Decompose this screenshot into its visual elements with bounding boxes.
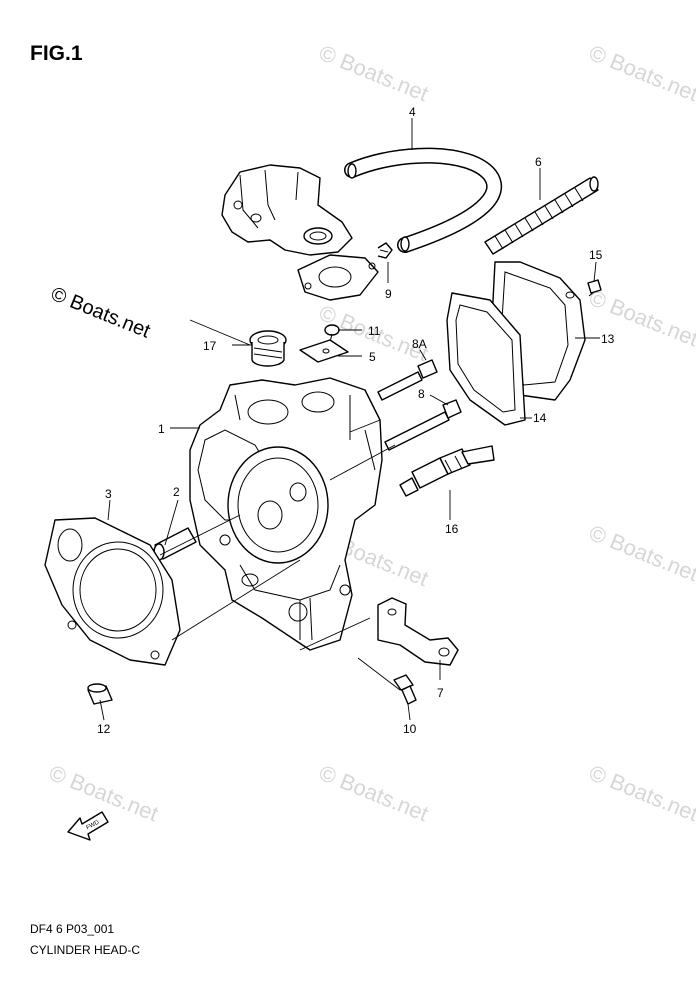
plate-part-5	[299, 339, 349, 363]
callout-8a: 8A	[412, 337, 427, 351]
figure-code: DF4 6 P03_001	[30, 922, 115, 936]
callout-2: 2	[173, 485, 180, 499]
callout-5: 5	[369, 350, 376, 364]
figure-caption: CYLINDER HEAD-C	[30, 943, 141, 957]
callout-9: 9	[385, 287, 392, 301]
figure-title: FIG.1	[30, 42, 83, 65]
leader-lines	[99, 118, 600, 721]
hose-part-4	[344, 147, 503, 253]
cylinder-head-part-1	[189, 377, 383, 651]
bolt-part-8	[384, 399, 462, 451]
screw-part-15	[587, 279, 602, 297]
bracket-part-7	[377, 597, 459, 666]
callout-8: 8	[418, 387, 425, 401]
bolt-part-10	[393, 674, 417, 705]
callout-16: 16	[445, 522, 459, 536]
spiral-guard-part-6	[484, 176, 599, 255]
callout-4: 4	[409, 105, 416, 119]
callout-12: 12	[97, 722, 111, 736]
cover-gasket-part-14	[446, 292, 526, 426]
callout-17: 17	[203, 339, 217, 353]
callout-3: 3	[105, 487, 112, 501]
thermostat-part-17	[249, 330, 287, 367]
callout-7: 7	[437, 686, 444, 700]
callout-13: 13	[601, 332, 615, 346]
upper-housing	[221, 164, 353, 256]
callout-6: 6	[535, 155, 542, 169]
bolt-part-8a	[377, 359, 438, 401]
dowel-part-12	[87, 683, 113, 705]
fwd-arrow-icon: FWD	[67, 811, 109, 841]
clip-part-9	[377, 242, 393, 259]
callout-10: 10	[403, 722, 417, 736]
spark-plug-part-16	[399, 445, 495, 497]
intake-gasket	[297, 254, 379, 301]
callout-1: 1	[158, 422, 165, 436]
callout-14: 14	[533, 411, 547, 425]
callout-11: 11	[368, 324, 381, 338]
screw-part-11	[324, 324, 340, 343]
callout-15: 15	[589, 248, 603, 262]
head-gasket-part-3	[44, 517, 181, 666]
